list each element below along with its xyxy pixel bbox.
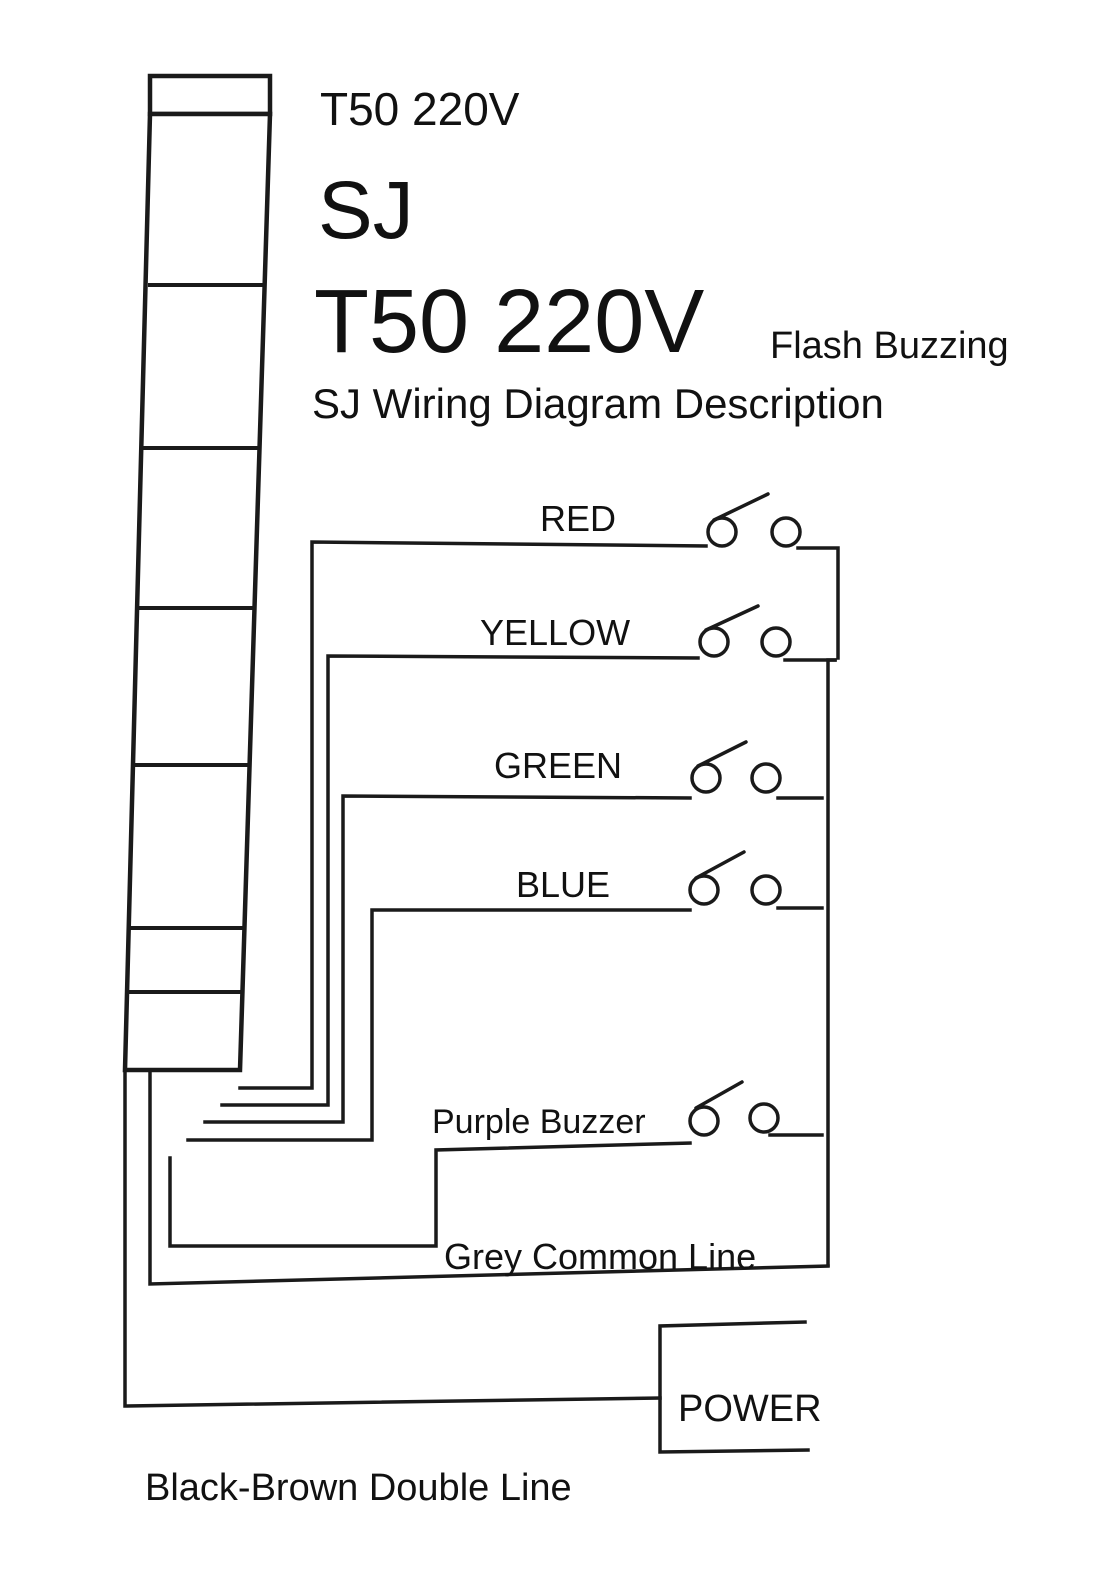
switch-lever <box>696 740 748 768</box>
switch-lever <box>704 604 760 632</box>
power-label: POWER <box>678 1388 822 1430</box>
switch-contact <box>688 1105 720 1137</box>
common-bus <box>826 658 837 1267</box>
yellow-wire <box>220 654 700 1107</box>
switch-contact <box>698 626 730 658</box>
model-label-small: T50 220V <box>320 83 520 135</box>
switch-lever <box>694 1080 744 1110</box>
switch-yellow <box>698 604 792 658</box>
switch-contact <box>706 516 738 548</box>
wiring <box>123 540 840 1454</box>
red-return <box>796 546 840 660</box>
switch-contact <box>750 874 782 906</box>
switch-contact <box>770 516 802 548</box>
switch-contact <box>760 626 792 658</box>
green-wire <box>203 794 692 1124</box>
red-label: RED <box>540 498 616 539</box>
switch-contact <box>690 762 722 794</box>
red-wire <box>238 540 708 1090</box>
yellow-label: YELLOW <box>480 612 630 653</box>
switch-contact <box>748 1102 780 1134</box>
buzzer-label: Purple Buzzer <box>432 1103 646 1141</box>
common-line-label: Grey Common Line <box>444 1236 756 1277</box>
switch-blue <box>688 850 782 906</box>
diagram-description: SJ Wiring Diagram Description <box>312 380 884 427</box>
blue-label: BLUE <box>516 864 610 905</box>
switch-red <box>706 492 802 548</box>
switch-lever <box>694 850 746 880</box>
buzzer-wire <box>168 1141 692 1248</box>
switch-contact <box>688 874 720 906</box>
switch-lever <box>712 492 770 522</box>
mode-label: Flash Buzzing <box>770 325 1009 367</box>
signal-tower <box>122 73 273 1073</box>
switch-contact <box>750 762 782 794</box>
power-bracket <box>658 1320 810 1454</box>
model-label-large: T50 220V <box>314 272 704 372</box>
grey-common-line <box>148 1070 830 1286</box>
tower-top-cap <box>147 73 273 117</box>
tower-body <box>122 111 273 1073</box>
blue-wire <box>186 908 692 1142</box>
power-line <box>123 1070 662 1408</box>
green-label: GREEN <box>494 745 622 786</box>
brand-label: SJ <box>318 165 414 256</box>
switch-green <box>690 740 782 794</box>
switch-buzzer <box>688 1080 780 1137</box>
power-line-label: Black-Brown Double Line <box>145 1467 572 1509</box>
